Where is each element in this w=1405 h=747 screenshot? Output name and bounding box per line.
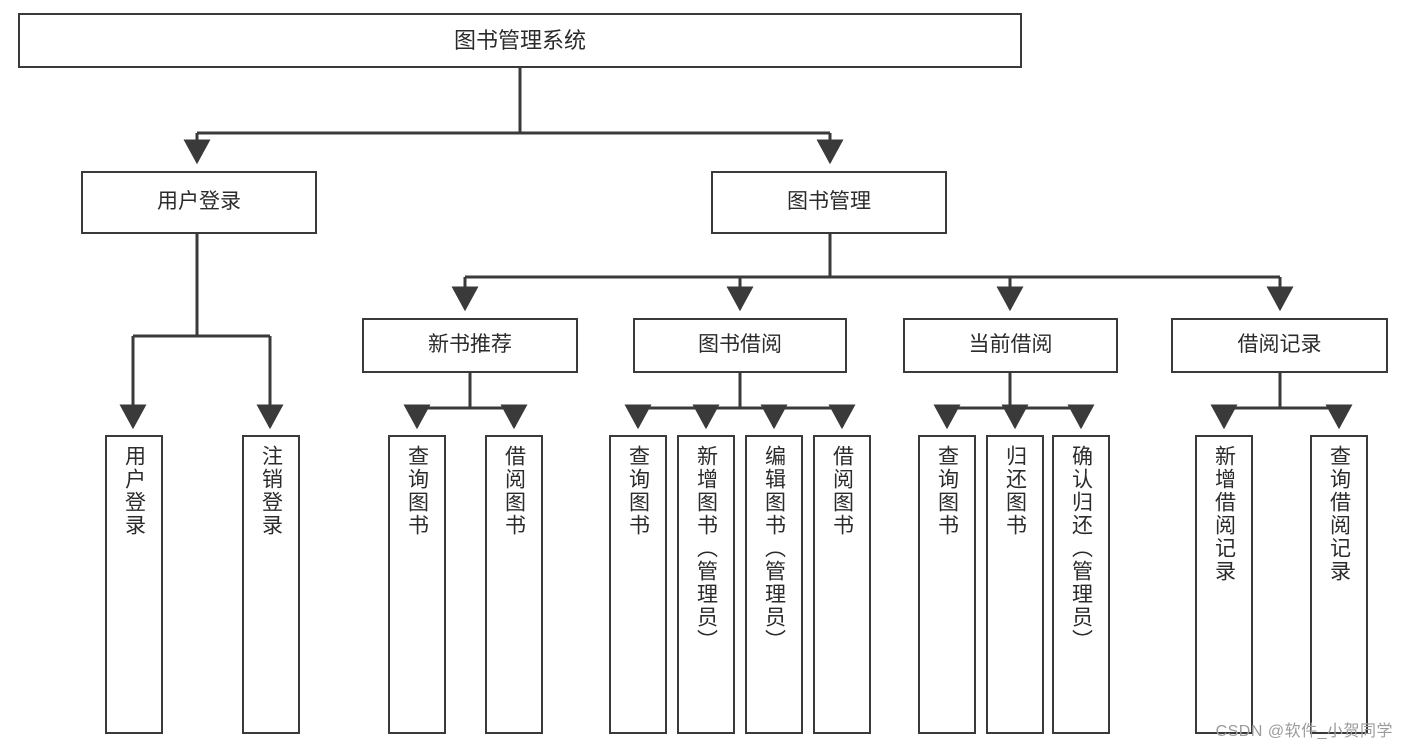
node-borrow-record[interactable]: 借阅记录: [1171, 318, 1388, 373]
leaf-record-query-record[interactable]: 查询借阅记录: [1310, 435, 1368, 734]
node-label: 图书管理: [787, 190, 871, 214]
node-label: 新书推荐: [428, 333, 512, 357]
node-current-borrow[interactable]: 当前借阅: [903, 318, 1118, 373]
node-label: 查询借阅记录: [1327, 445, 1351, 583]
node-label: 用户登录: [122, 445, 146, 537]
node-label: 借阅图书: [830, 445, 854, 537]
node-label: 新增图书（管理员）: [694, 445, 718, 652]
node-label: 注销登录: [259, 445, 283, 537]
node-label: 归还图书: [1003, 445, 1027, 537]
node-label: 当前借阅: [968, 333, 1053, 357]
leaf-borrow-add-book[interactable]: 新增图书（管理员）: [677, 435, 735, 734]
node-label: 用户登录: [157, 190, 241, 214]
node-book-borrow[interactable]: 图书借阅: [633, 318, 847, 373]
csdn-watermark: CSDN @软件_小贺同学: [1215, 723, 1393, 740]
node-label: 图书借阅: [698, 333, 782, 357]
node-label: 查询图书: [626, 445, 650, 537]
leaf-borrow-query-book[interactable]: 查询图书: [609, 435, 667, 734]
node-label: 新增借阅记录: [1212, 445, 1236, 583]
leaf-current-query-book[interactable]: 查询图书: [918, 435, 976, 734]
node-label: 图书管理系统: [453, 27, 586, 53]
node-label: 确认归还（管理员）: [1069, 445, 1093, 652]
leaf-borrow-borrow-book[interactable]: 借阅图书: [813, 435, 871, 734]
leaf-current-confirm-return[interactable]: 确认归还（管理员）: [1052, 435, 1110, 734]
leaf-recommend-borrow-book[interactable]: 借阅图书: [485, 435, 543, 734]
leaf-borrow-edit-book[interactable]: 编辑图书（管理员）: [745, 435, 803, 734]
leaf-recommend-query-book[interactable]: 查询图书: [388, 435, 446, 734]
node-new-book-recommend[interactable]: 新书推荐: [362, 318, 578, 373]
node-label: 查询图书: [405, 445, 429, 537]
leaf-user-login-login[interactable]: 用户登录: [105, 435, 163, 734]
leaf-current-return-book[interactable]: 归还图书: [986, 435, 1044, 734]
node-label: 借阅记录: [1237, 333, 1322, 357]
node-label: 借阅图书: [502, 445, 526, 537]
leaf-record-add-record[interactable]: 新增借阅记录: [1195, 435, 1253, 734]
leaf-user-login-logout[interactable]: 注销登录: [242, 435, 300, 734]
node-label: 编辑图书（管理员）: [762, 445, 786, 652]
node-book-management[interactable]: 图书管理: [711, 171, 947, 234]
node-label: 查询图书: [935, 445, 959, 537]
node-user-login[interactable]: 用户登录: [81, 171, 317, 234]
node-root-system[interactable]: 图书管理系统: [18, 13, 1022, 68]
